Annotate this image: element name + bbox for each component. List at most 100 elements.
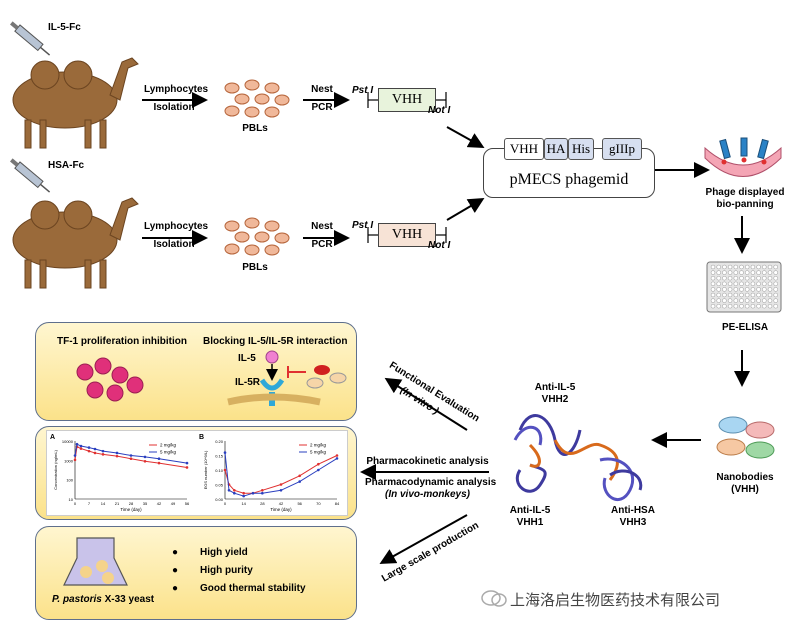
immunogen-bottom-label: HSA-Fc xyxy=(48,160,85,171)
data-point xyxy=(79,447,83,450)
il5r-label: IL-5R xyxy=(235,377,260,388)
elisa-label: PE-ELISA xyxy=(721,322,769,333)
data-point xyxy=(233,491,236,495)
data-point xyxy=(115,451,119,455)
data-point xyxy=(79,444,83,448)
elisa-well xyxy=(767,298,773,303)
pbls-label-top: PBLs xyxy=(242,123,268,134)
elisa-well xyxy=(773,292,778,298)
arrow-vhh-bottom-to-phagemid xyxy=(446,197,485,221)
not-site-bottom: Not I xyxy=(428,240,451,251)
elisa-well xyxy=(722,281,727,287)
data-point xyxy=(101,453,105,456)
data-point xyxy=(335,454,339,457)
pst-site-bottom: Pst I xyxy=(352,220,374,231)
elisa-well xyxy=(773,275,778,281)
blocking-title: Blocking IL-5/IL-5R interaction xyxy=(203,336,348,347)
elisa-well xyxy=(744,270,750,275)
data-point xyxy=(87,449,91,453)
elisa-well xyxy=(710,275,716,281)
vhh3-label-2: VHH3 xyxy=(619,517,647,528)
lymphocytes-label-bottom: Lymphocytes xyxy=(144,221,209,232)
elisa-well xyxy=(773,264,778,270)
pcr-label-bottom: PCR xyxy=(311,239,333,250)
elisa-well xyxy=(722,287,727,292)
data-point xyxy=(93,447,97,451)
x-tick-label: 0 xyxy=(224,501,227,506)
elisa-well xyxy=(727,281,733,287)
x-tick-label: 70 xyxy=(316,501,321,506)
pbls-label-bottom: PBLs xyxy=(242,262,268,273)
vhh-gene-top: VHH xyxy=(378,88,436,112)
pk-label: Pharmacokinetic analysis xyxy=(366,456,489,467)
chart-tag: A xyxy=(50,434,55,441)
data-point xyxy=(75,442,79,446)
data-point xyxy=(73,458,77,462)
data-point xyxy=(129,457,133,461)
elisa-well xyxy=(744,264,750,270)
arrow-vhh-top-to-phagemid xyxy=(446,126,485,148)
x-tick-label: 56 xyxy=(185,501,190,506)
elisa-well xyxy=(722,270,727,275)
legend-label: 2 mg/kg xyxy=(310,443,327,448)
yeast-species: P. pastoris xyxy=(52,594,102,605)
data-point xyxy=(223,468,227,472)
elisa-well xyxy=(762,275,767,281)
nanobodies-label-2: (VHH) xyxy=(731,484,759,495)
data-point xyxy=(157,457,161,461)
elisa-well xyxy=(727,298,733,303)
elisa-well xyxy=(767,281,773,287)
series-line-2mgkg xyxy=(224,455,338,494)
elisa-well xyxy=(762,287,767,292)
elisa-well xyxy=(716,298,721,303)
x-tick-label: 14 xyxy=(101,501,106,506)
data-point xyxy=(227,489,231,492)
elisa-well xyxy=(767,292,773,298)
data-point xyxy=(87,446,91,449)
phagemid-vhh: VHH xyxy=(504,138,544,160)
elisa-well xyxy=(762,298,767,303)
data-point xyxy=(233,489,236,492)
panning-label-1: Phage displayed xyxy=(705,187,785,198)
elisa-well xyxy=(744,275,750,281)
lymphocytes-label-top: Lymphocytes xyxy=(144,84,209,95)
elisa-well xyxy=(733,287,739,292)
nest-label-top: Nest xyxy=(311,84,333,95)
elisa-well xyxy=(773,298,778,303)
elisa-well xyxy=(762,281,767,287)
x-tick-label: 28 xyxy=(260,501,265,506)
y-axis-label: EOS number (10^9/L) xyxy=(203,450,208,489)
elisa-well xyxy=(750,287,756,292)
elisa-well xyxy=(733,292,739,298)
elisa-well xyxy=(727,270,733,275)
elisa-well xyxy=(722,264,727,270)
elisa-well xyxy=(762,303,767,309)
x-tick-label: 35 xyxy=(143,501,148,506)
x-tick-label: 14 xyxy=(241,501,246,506)
chart-tag: B xyxy=(199,434,204,441)
vhh2-label-2: VHH2 xyxy=(541,394,569,405)
elisa-well xyxy=(710,281,716,287)
elisa-well xyxy=(750,303,756,309)
elisa-well xyxy=(716,275,721,281)
elisa-well xyxy=(756,298,761,303)
elisa-well xyxy=(750,281,756,287)
data-point xyxy=(242,494,245,498)
data-point xyxy=(115,454,119,458)
elisa-well xyxy=(733,275,739,281)
elisa-well xyxy=(767,303,773,309)
elisa-well xyxy=(739,270,744,275)
x-tick-label: 42 xyxy=(157,501,162,506)
elisa-well xyxy=(710,287,716,292)
tf1-title: TF-1 proliferation inhibition xyxy=(57,336,187,347)
y-axis-label: Concentration (ng/mL) xyxy=(53,449,58,489)
arrow-functional xyxy=(384,377,468,431)
pst-site-top: Pst I xyxy=(352,85,374,96)
